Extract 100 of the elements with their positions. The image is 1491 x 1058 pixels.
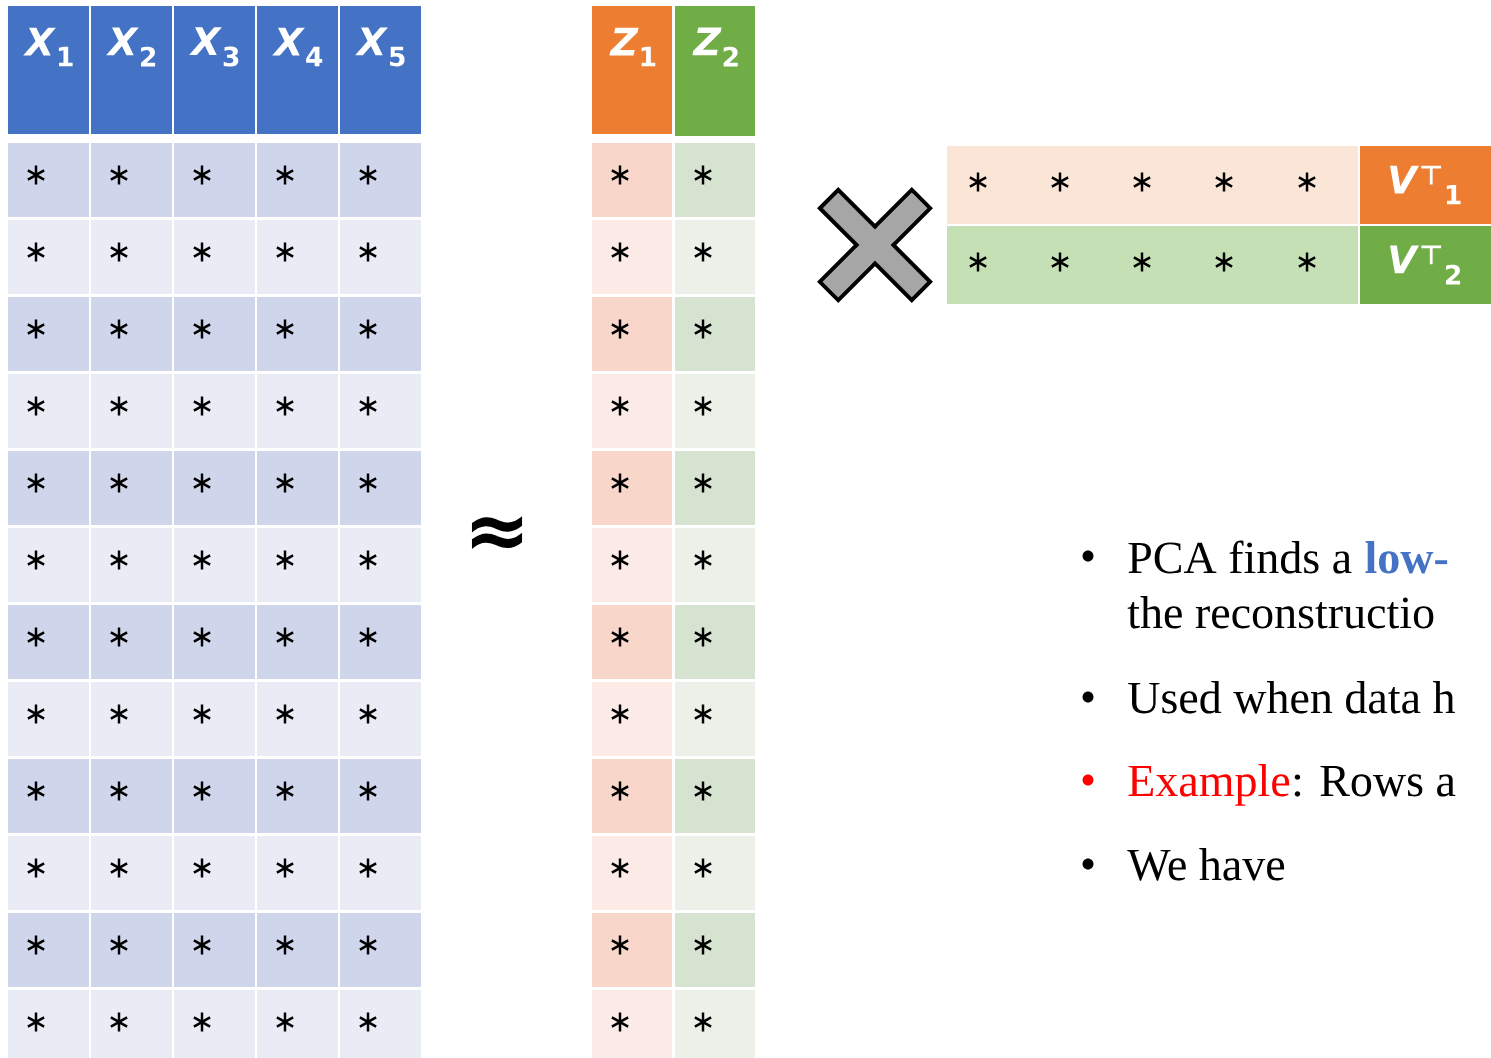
header-cell: X$_{5}$ <box>340 6 421 134</box>
matrix-cell: ∗ <box>91 682 172 756</box>
matrix-cell: ∗ <box>675 605 755 679</box>
bullet-text: low- <box>1365 541 1448 574</box>
matrix-cell: ∗ <box>91 605 172 679</box>
matrix-cell: ∗ <box>1029 226 1111 304</box>
matrix-cell: ∗ <box>1111 226 1193 304</box>
matrix-cell: ∗ <box>174 220 255 294</box>
bullet-text: the reconstructio <box>1127 596 1434 629</box>
matrix-cell: ∗ <box>91 297 172 371</box>
matrix-cell: ∗ <box>257 913 338 987</box>
matrix-cell: ∗ <box>174 913 255 987</box>
matrix-cell: ∗ <box>675 451 755 525</box>
bullet-text: Example <box>1128 764 1290 806</box>
matrix-cell: ∗ <box>174 759 255 833</box>
matrix-cell: ∗ <box>257 836 338 910</box>
matrix-cell: ∗ <box>675 297 755 371</box>
matrix-cell: ∗ <box>257 682 338 756</box>
matrix-cell: ∗ <box>592 374 672 448</box>
header-cell: Z$_{2}$ <box>675 6 755 136</box>
matrix-cell: ∗ <box>8 605 89 679</box>
matrix-cell: ∗ <box>592 990 672 1058</box>
header-cell: V$^{⊤}$2 <box>1360 226 1491 304</box>
matrix-cell: ∗ <box>592 220 672 294</box>
matrix-cell: ∗ <box>675 990 755 1058</box>
matrix-cell: ∗ <box>257 297 338 371</box>
header-cell: X$_{4}$ <box>257 6 338 134</box>
header-cell: X$_{3}$ <box>174 6 255 134</box>
matrix-cell: ∗ <box>675 220 755 294</box>
matrix-cell: ∗ <box>340 990 421 1058</box>
matrix-cell: ∗ <box>592 836 672 910</box>
matrix-cell: ∗ <box>1193 226 1275 304</box>
matrix-cell: ∗ <box>592 528 672 602</box>
matrix-cell: ∗ <box>257 759 338 833</box>
matrix-cell: ∗ <box>8 374 89 448</box>
matrix-cell: ∗ <box>675 528 755 602</box>
matrix-cell: ∗ <box>592 759 672 833</box>
matrix-cell: ∗ <box>1193 146 1275 224</box>
matrix-cell: ∗ <box>8 143 89 217</box>
matrix-cell: ∗ <box>91 451 172 525</box>
matrix-cell: ∗ <box>592 297 672 371</box>
matrix-cell: ∗ <box>91 374 172 448</box>
matrix-cell: ∗ <box>340 143 421 217</box>
bullet-text: PCA finds a <box>1128 540 1352 574</box>
matrix-cell: ∗ <box>8 220 89 294</box>
matrix-cell: ∗ <box>340 528 421 602</box>
header-cell: X$_{1}$ <box>8 6 89 134</box>
header-cell: Z$_{1}$ <box>592 6 672 134</box>
matrix-cell: ∗ <box>257 528 338 602</box>
matrix-cell: ∗ <box>8 451 89 525</box>
bullet-text: : Rows a <box>1294 765 1456 797</box>
matrix-cell: ∗ <box>592 143 672 217</box>
bullet-text: We have <box>1127 848 1285 881</box>
matrix-cell: ∗ <box>340 374 421 448</box>
matrix-cell: ∗ <box>174 297 255 371</box>
matrix-cell: ∗ <box>91 220 172 294</box>
matrix-cell: ∗ <box>257 605 338 679</box>
matrix-cell: ∗ <box>340 297 421 371</box>
matrix-cell: ∗ <box>8 682 89 756</box>
matrix-cell: ∗ <box>592 451 672 525</box>
matrix-cell: ∗ <box>257 990 338 1058</box>
matrix-cell: ∗ <box>8 836 89 910</box>
matrix-cell: ∗ <box>947 226 1029 304</box>
matrix-cell: ∗ <box>174 682 255 756</box>
matrix-cell: ∗ <box>174 528 255 602</box>
matrix-cell: ∗ <box>257 451 338 525</box>
matrix-cell: ∗ <box>8 913 89 987</box>
matrix-cell: ∗ <box>675 682 755 756</box>
header-cell: V$^{⊤}$1 <box>1360 146 1491 224</box>
matrix-cell: ∗ <box>340 682 421 756</box>
matrix-cell: ∗ <box>340 836 421 910</box>
matrix-cell: ∗ <box>257 220 338 294</box>
matrix-cell: ∗ <box>675 143 755 217</box>
matrix-cell: ∗ <box>340 759 421 833</box>
matrix-cell: ∗ <box>8 297 89 371</box>
matrix-cell: ∗ <box>174 605 255 679</box>
matrix-cell: ∗ <box>8 990 89 1058</box>
matrix-cell: ∗ <box>340 913 421 987</box>
matrix-cell: ∗ <box>592 682 672 756</box>
matrix-cell: ∗ <box>91 990 172 1058</box>
matrix-cell: ∗ <box>592 913 672 987</box>
matrix-cell: ∗ <box>91 913 172 987</box>
matrix-cell: ∗ <box>257 143 338 217</box>
matrix-cell: ∗ <box>91 836 172 910</box>
matrix-cell: ∗ <box>340 220 421 294</box>
approx-sign: ≈ <box>471 516 523 549</box>
matrix-cell: ∗ <box>174 836 255 910</box>
matrix-cell: ∗ <box>8 528 89 602</box>
matrix-cell: ∗ <box>91 143 172 217</box>
matrix-cell: ∗ <box>947 146 1029 224</box>
matrix-cell: ∗ <box>8 759 89 833</box>
matrix-cell: ∗ <box>174 990 255 1058</box>
matrix-cell: ∗ <box>675 913 755 987</box>
matrix-cell: ∗ <box>1275 226 1358 304</box>
matrix-cell: ∗ <box>1111 146 1193 224</box>
header-cell: X$_{2}$ <box>91 6 172 134</box>
matrix-cell: ∗ <box>1029 146 1111 224</box>
matrix-cell: ∗ <box>91 759 172 833</box>
matrix-cell: ∗ <box>675 374 755 448</box>
matrix-cell: ∗ <box>174 374 255 448</box>
